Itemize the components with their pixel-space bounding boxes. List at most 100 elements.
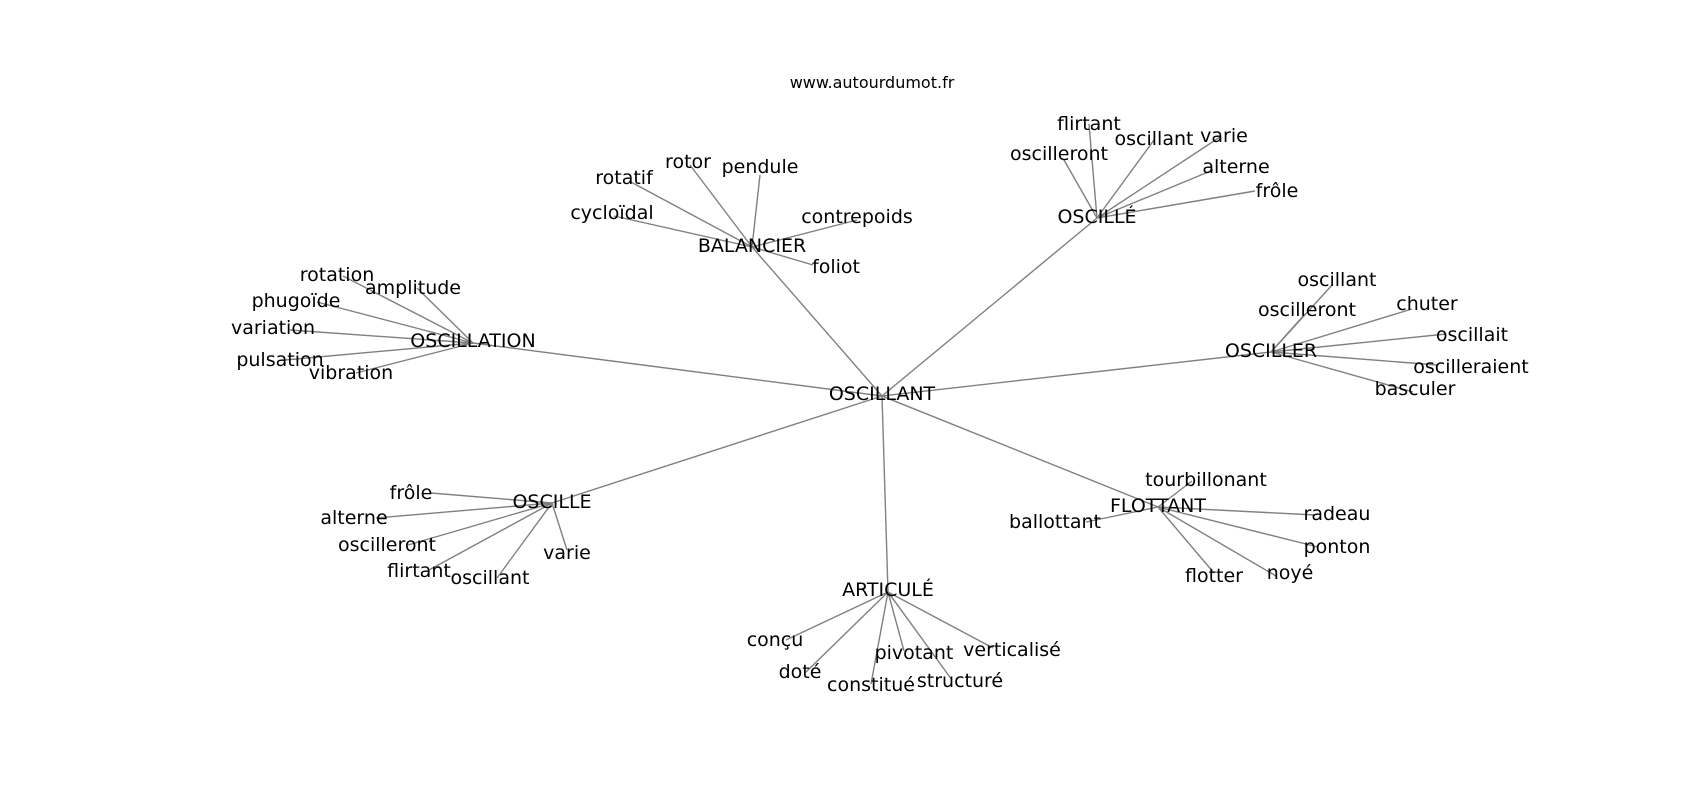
- graph-labels: www.autourdumot.fr OSCILLANT BALANCIER r…: [231, 73, 1529, 696]
- leaf-node[interactable]: chuter: [1396, 293, 1458, 315]
- leaf-node[interactable]: radeau: [1304, 503, 1371, 525]
- leaf-node[interactable]: cycloïdal: [570, 202, 653, 224]
- leaf-node[interactable]: oscilleront: [1010, 143, 1108, 165]
- source-site-label: www.autourdumot.fr: [790, 73, 955, 92]
- leaf-node[interactable]: alterne: [320, 507, 387, 529]
- graph-edges: [284, 123, 1447, 685]
- leaf-edge-flottant: [1157, 506, 1215, 574]
- root-edge-flottant: [881, 395, 1159, 508]
- leaf-edge-articule: [870, 591, 889, 685]
- leaf-node[interactable]: rotatif: [595, 167, 654, 189]
- leaf-node[interactable]: pulsation: [236, 349, 323, 371]
- leaf-node[interactable]: amplitude: [365, 277, 461, 299]
- root-edge-articule: [881, 395, 889, 593]
- leaf-node[interactable]: ponton: [1304, 536, 1371, 558]
- leaf-edge-oscillation: [289, 329, 474, 344]
- leaf-node[interactable]: phugoïde: [252, 290, 341, 312]
- leaf-edge-articule: [805, 591, 889, 673]
- leaf-node[interactable]: rotor: [665, 151, 711, 173]
- leaf-node[interactable]: oscillant: [1115, 128, 1194, 150]
- leaf-edge-articule: [785, 591, 889, 641]
- root-edge-osciller: [881, 351, 1272, 397]
- leaf-node[interactable]: contrepoids: [801, 206, 913, 228]
- cluster-node-oscille[interactable]: OSCILLE: [512, 491, 591, 513]
- cluster-node-osciller[interactable]: OSCILLER: [1225, 340, 1317, 362]
- leaf-edge-osciller: [1270, 351, 1414, 393]
- cluster-node-oscille-accent[interactable]: OSCILLÉ: [1057, 205, 1136, 228]
- leaf-edge-osciller: [1270, 313, 1306, 353]
- leaf-edge-oscille-accent: [1088, 123, 1098, 219]
- leaf-node[interactable]: frôle: [390, 482, 433, 504]
- leaf-node[interactable]: oscillant: [1298, 269, 1377, 291]
- leaf-node[interactable]: frôle: [1256, 180, 1299, 202]
- leaf-edge-flottant: [1157, 506, 1319, 548]
- leaf-node[interactable]: vibration: [309, 362, 393, 384]
- leaf-node[interactable]: rotation: [300, 264, 375, 286]
- leaf-edge-oscillation: [355, 342, 474, 374]
- leaf-node[interactable]: alterne: [1202, 156, 1269, 178]
- leaf-node[interactable]: variation: [231, 317, 315, 339]
- leaf-node[interactable]: verticalisé: [963, 639, 1061, 661]
- leaf-edge-flottant: [1157, 506, 1277, 577]
- leaf-node[interactable]: basculer: [1375, 378, 1456, 400]
- root-edge-oscillation: [472, 342, 883, 397]
- leaf-node[interactable]: flotter: [1185, 565, 1243, 587]
- leaf-node[interactable]: varie: [1200, 125, 1248, 147]
- leaf-edge-oscille: [551, 502, 568, 551]
- leaf-edge-oscillation: [416, 287, 474, 344]
- leaf-edge-oscille: [430, 492, 553, 504]
- leaf-edge-articule: [887, 591, 994, 649]
- leaf-edge-balancier: [628, 180, 753, 248]
- leaf-node[interactable]: oscilleront: [338, 534, 436, 556]
- leaf-edge-osciller: [1270, 333, 1447, 353]
- leaf-node[interactable]: doté: [779, 661, 822, 683]
- leaf-node[interactable]: ballottant: [1009, 511, 1101, 533]
- leaf-edge-oscille-accent: [1096, 139, 1155, 219]
- leaf-node[interactable]: foliot: [812, 256, 860, 278]
- leaf-node[interactable]: pivotant: [875, 642, 954, 664]
- leaf-node[interactable]: oscillait: [1436, 324, 1508, 346]
- cluster-node-flottant[interactable]: FLOTTANT: [1110, 495, 1206, 517]
- leaf-edge-oscille: [496, 502, 553, 579]
- leaf-edge-balancier: [751, 246, 814, 266]
- leaf-node[interactable]: oscilleront: [1258, 299, 1356, 321]
- leaf-node[interactable]: conçu: [747, 629, 804, 651]
- leaf-edge-articule: [887, 591, 905, 652]
- cluster-node-articule[interactable]: ARTICULÉ: [842, 578, 934, 601]
- root-edge-oscille: [551, 395, 883, 504]
- leaf-edge-flottant: [1157, 506, 1316, 516]
- leaf-edge-flottant: [1085, 506, 1159, 523]
- leaf-edge-articule: [887, 591, 953, 681]
- leaf-edge-osciller: [1270, 308, 1413, 353]
- leaf-edge-balancier: [613, 215, 753, 248]
- root-edge-oscille-accent: [881, 217, 1098, 397]
- cluster-node-oscillation[interactable]: OSCILLATION: [410, 330, 535, 352]
- leaf-node[interactable]: flirtant: [1057, 113, 1121, 135]
- leaf-node[interactable]: oscillant: [451, 567, 530, 589]
- leaf-node[interactable]: structuré: [917, 670, 1003, 692]
- leaf-edge-balancier: [751, 219, 858, 248]
- leaf-edge-balancier: [689, 164, 753, 248]
- root-edge-balancier: [751, 246, 883, 397]
- leaf-node[interactable]: pendule: [722, 156, 799, 178]
- leaf-edge-oscille-accent: [1096, 136, 1221, 219]
- leaf-node[interactable]: constitué: [827, 674, 915, 696]
- leaf-edge-oscille-accent: [1096, 169, 1214, 219]
- leaf-node[interactable]: noyé: [1267, 562, 1314, 584]
- leaf-node[interactable]: oscilleraient: [1413, 356, 1528, 378]
- leaf-edge-oscillation: [316, 301, 474, 344]
- leaf-edge-oscille: [375, 502, 553, 519]
- leaf-edge-oscillation: [284, 342, 474, 361]
- leaf-node[interactable]: varie: [543, 542, 591, 564]
- root-node-label[interactable]: OSCILLANT: [829, 383, 936, 405]
- leaf-edge-oscille: [407, 502, 553, 546]
- leaf-node[interactable]: tourbillonant: [1145, 469, 1267, 491]
- leaf-edge-balancier: [751, 174, 761, 248]
- leaf-edge-oscille: [428, 502, 553, 571]
- leaf-edge-flottant: [1157, 480, 1193, 508]
- leaf-edge-osciller: [1270, 351, 1438, 366]
- leaf-edge-oscille-accent: [1063, 159, 1098, 219]
- cluster-node-balancier[interactable]: BALANCIER: [698, 235, 806, 257]
- leaf-node[interactable]: flirtant: [387, 560, 451, 582]
